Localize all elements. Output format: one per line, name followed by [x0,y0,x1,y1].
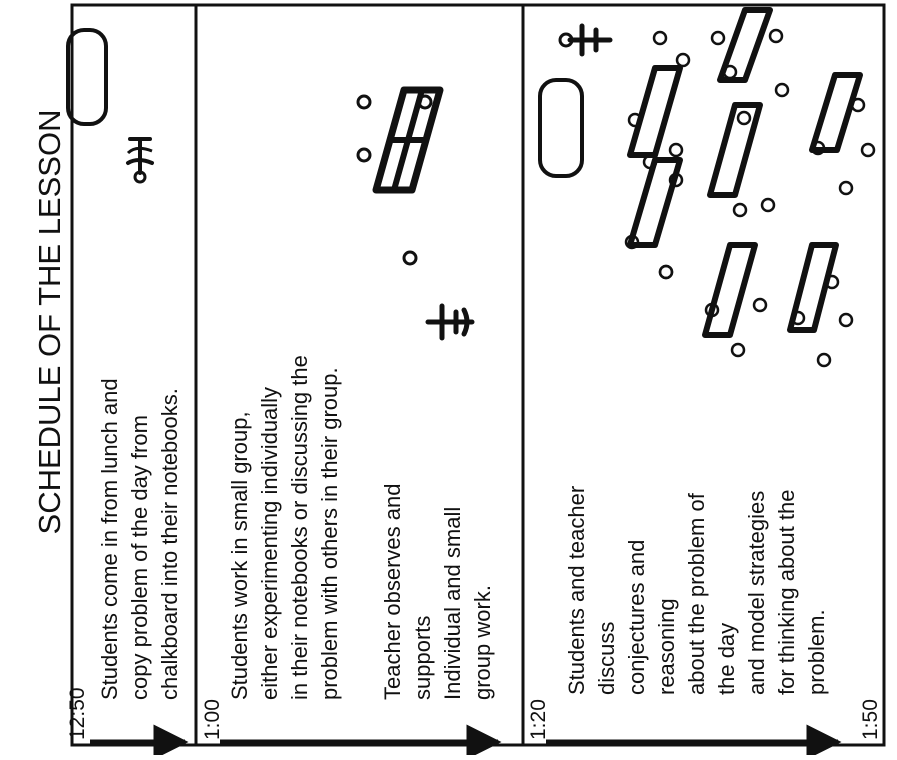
description-line: problem. [804,609,829,695]
desk-group-icon [812,75,874,194]
description-line: the day [714,623,739,695]
description-line: copy problem of the day from [127,415,152,700]
schedule-section-2: 1:00 Students work in small group, eithe… [201,90,498,742]
description-line: Students work in small group, [227,411,252,700]
description-text: Students come in from lunch and copy pro… [97,378,182,700]
time-label-start: 12:50 [66,687,89,740]
time-label: 1:20 [527,699,550,740]
description-line: for thinking about the [774,490,799,695]
description-line: and model strategies [744,491,769,695]
teacher-figure-icon [428,306,472,338]
description-text: Students work in small group, either exp… [227,355,342,700]
desk-group-icon [629,32,689,156]
schedule-section-1: 12:50 Students come in from lunch and co… [66,30,185,742]
description-line: either experimenting individually [257,387,282,700]
time-label-end: 1:50 [859,699,882,740]
description-line: Students come in from lunch and [97,378,122,700]
desk-group-icon [660,245,766,356]
desk-group-icon [710,105,774,216]
chalkboard-icon [540,80,582,176]
description-line: conjectures and [624,540,649,695]
description-text: Students and teacher discuss conjectures… [564,486,829,695]
desk-group-icon [712,10,788,96]
note-line: supports [410,616,435,700]
schedule-section-3: 1:20 1:50 Students and teacher discuss c… [527,10,882,742]
description-line: problem with others in their group. [317,367,342,700]
description-line: discuss [594,622,619,695]
desk-group-icon [790,245,852,366]
time-label: 1:00 [201,699,224,740]
teacher-note: Teacher observes and supports Individual… [380,484,495,700]
desk-group-icon [358,90,440,264]
description-line: Students and teacher [564,486,589,695]
teacher-figure-icon [560,26,610,54]
description-line: in their notebooks or discussing the [287,355,312,700]
teacher-figure-icon [128,139,152,182]
description-line: about the problem of [684,492,709,695]
description-line: reasoning [654,598,679,695]
note-line: Teacher observes and [380,484,405,700]
note-line: Individual and small [440,507,465,700]
chalkboard-icon [68,30,106,124]
note-line: group work. [470,585,495,700]
description-line: chalkboard into their notebooks. [157,388,182,700]
page-title: SCHEDULE OF THE LESSON [32,110,67,535]
desk-group-icon [626,156,682,278]
